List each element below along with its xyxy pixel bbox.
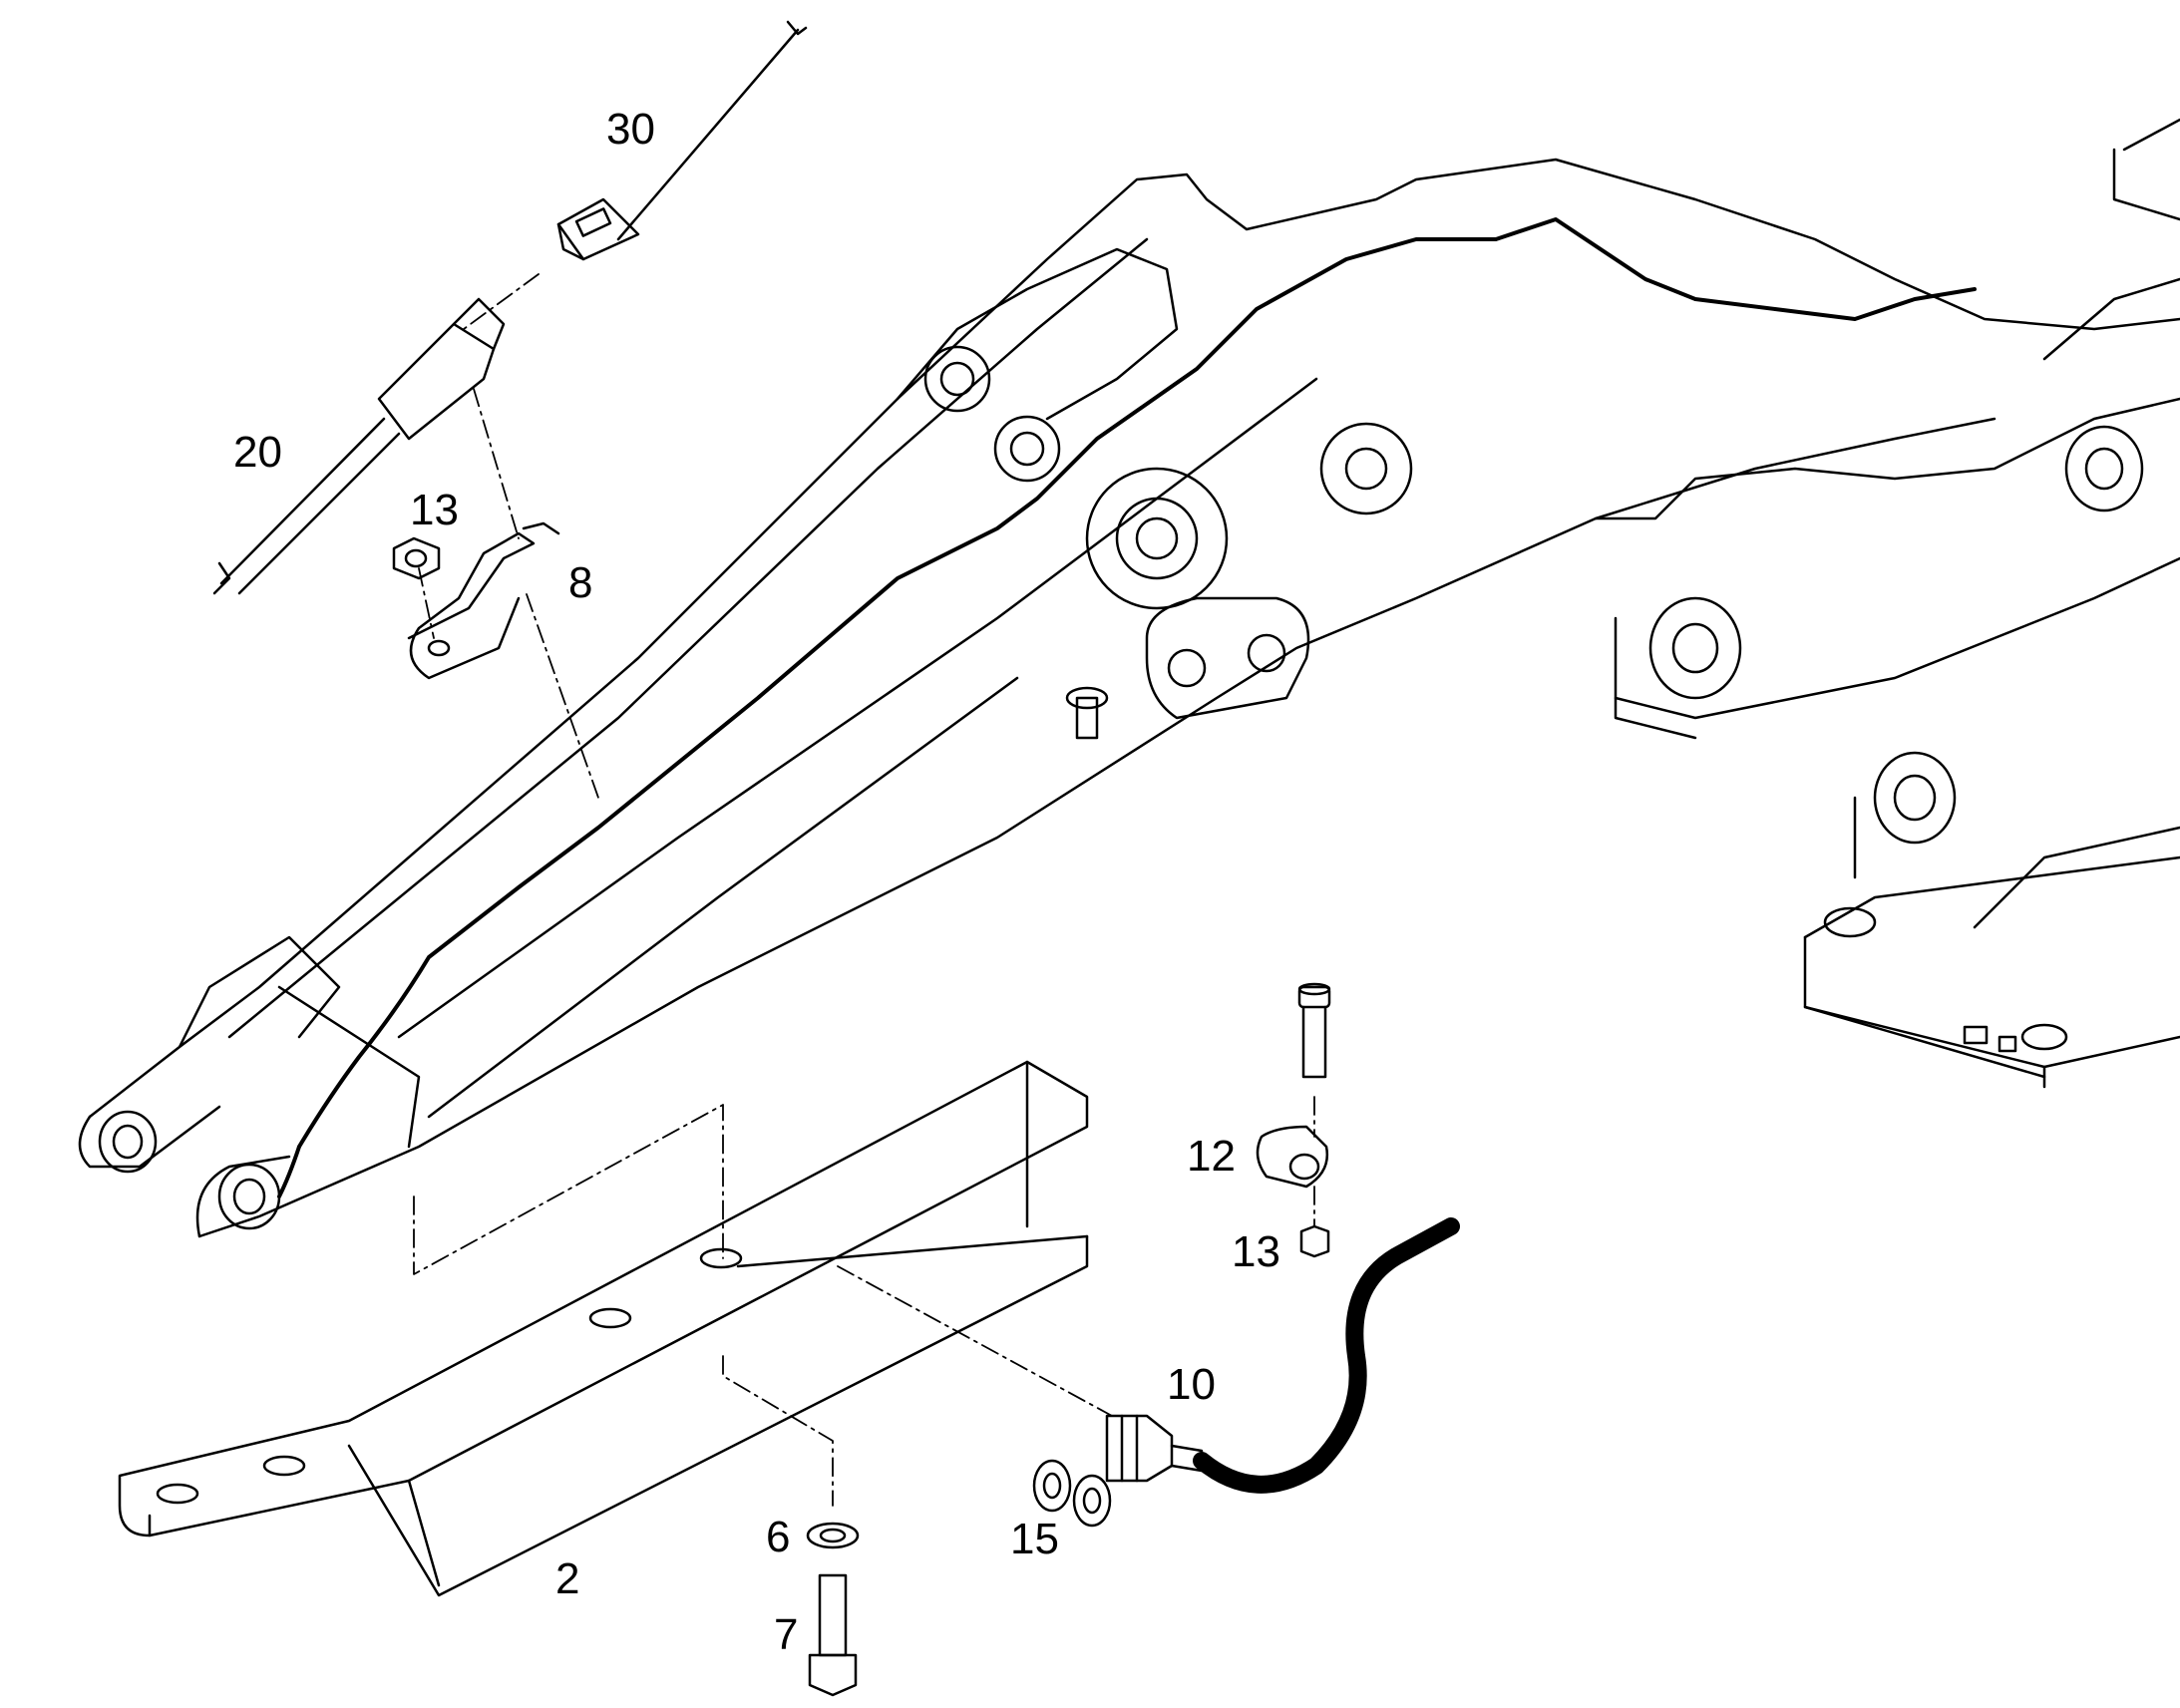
mounting-plate	[118, 1060, 1089, 1597]
callout-15: 15	[1010, 1515, 1059, 1563]
callout-13-lower: 13	[1232, 1227, 1280, 1276]
part-13-nut-and-8-bracket	[392, 521, 560, 680]
callout-2: 2	[555, 1554, 580, 1603]
callout-6: 6	[766, 1513, 791, 1561]
callout-13-upper: 13	[410, 486, 459, 534]
part-20-cable	[212, 297, 506, 595]
callout-7: 7	[774, 1610, 799, 1659]
callout-12: 12	[1187, 1132, 1236, 1181]
wiring-harness	[277, 217, 1977, 1198]
boom-arm	[78, 158, 2180, 1238]
callout-20: 20	[233, 428, 282, 477]
part-30-connector	[556, 20, 808, 261]
leader-lines	[413, 273, 1315, 1507]
parts-6-7-15-fasteners	[806, 1459, 1112, 1697]
undercarriage-frame	[1594, 118, 2180, 1089]
part-10-sensor	[1105, 1217, 1460, 1494]
callout-30: 30	[606, 105, 655, 154]
callout-8: 8	[568, 558, 593, 607]
parts-12-13-bolt-clamp	[1256, 982, 1331, 1258]
callout-10: 10	[1167, 1360, 1216, 1409]
